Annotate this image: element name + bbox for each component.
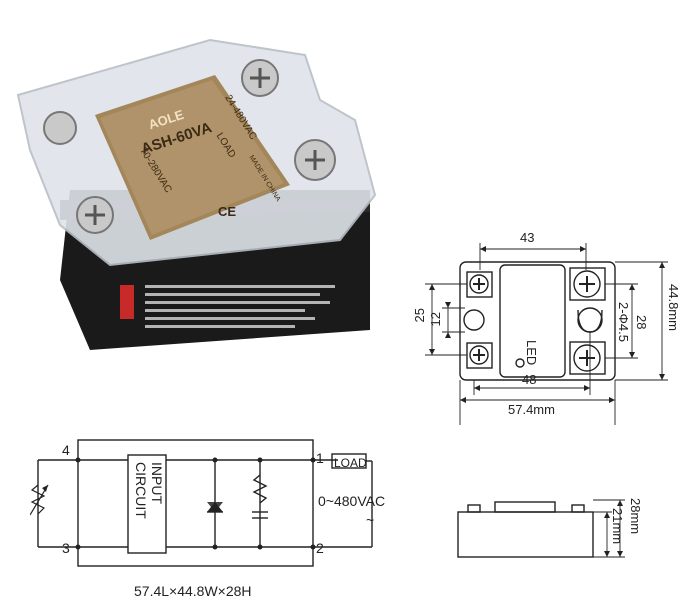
dim-bottom-57-4: 57.4mm <box>508 402 555 417</box>
load-label: LOAD <box>334 456 367 470</box>
dim-left-12: 12 <box>428 312 443 327</box>
top-view-drawing <box>425 243 668 425</box>
dim-hole-4-5: 2-Φ4.5 <box>616 302 631 343</box>
dim-top-43: 43 <box>520 230 535 245</box>
product-ce-mark: CE <box>218 204 237 219</box>
side-view-drawing <box>457 499 625 558</box>
relay-product-illustration <box>16 38 377 350</box>
ac-symbol: ~ <box>366 512 375 528</box>
dim-side-28: 28mm <box>628 498 643 535</box>
size-caption: 57.4L×44.8W×28H <box>134 583 252 599</box>
voltage-label: 0~480VAC <box>318 493 386 509</box>
pin-1-label: 1 <box>316 450 324 466</box>
pin-4-label: 4 <box>62 442 70 458</box>
circuit-diagram <box>30 439 373 567</box>
input-circuit-label: INPUT CIRCUIT <box>133 462 165 519</box>
pin-3-label: 3 <box>62 540 70 556</box>
dim-right-44-8: 44.8mm <box>666 284 681 331</box>
dim-side-21: 21mm <box>610 508 625 545</box>
dim-right-28: 28 <box>634 315 649 330</box>
dim-bottom-48: 48 <box>522 372 537 387</box>
dim-left-25: 25 <box>412 308 427 323</box>
pin-2-label: 2 <box>316 540 324 556</box>
led-label: LED <box>524 340 539 366</box>
